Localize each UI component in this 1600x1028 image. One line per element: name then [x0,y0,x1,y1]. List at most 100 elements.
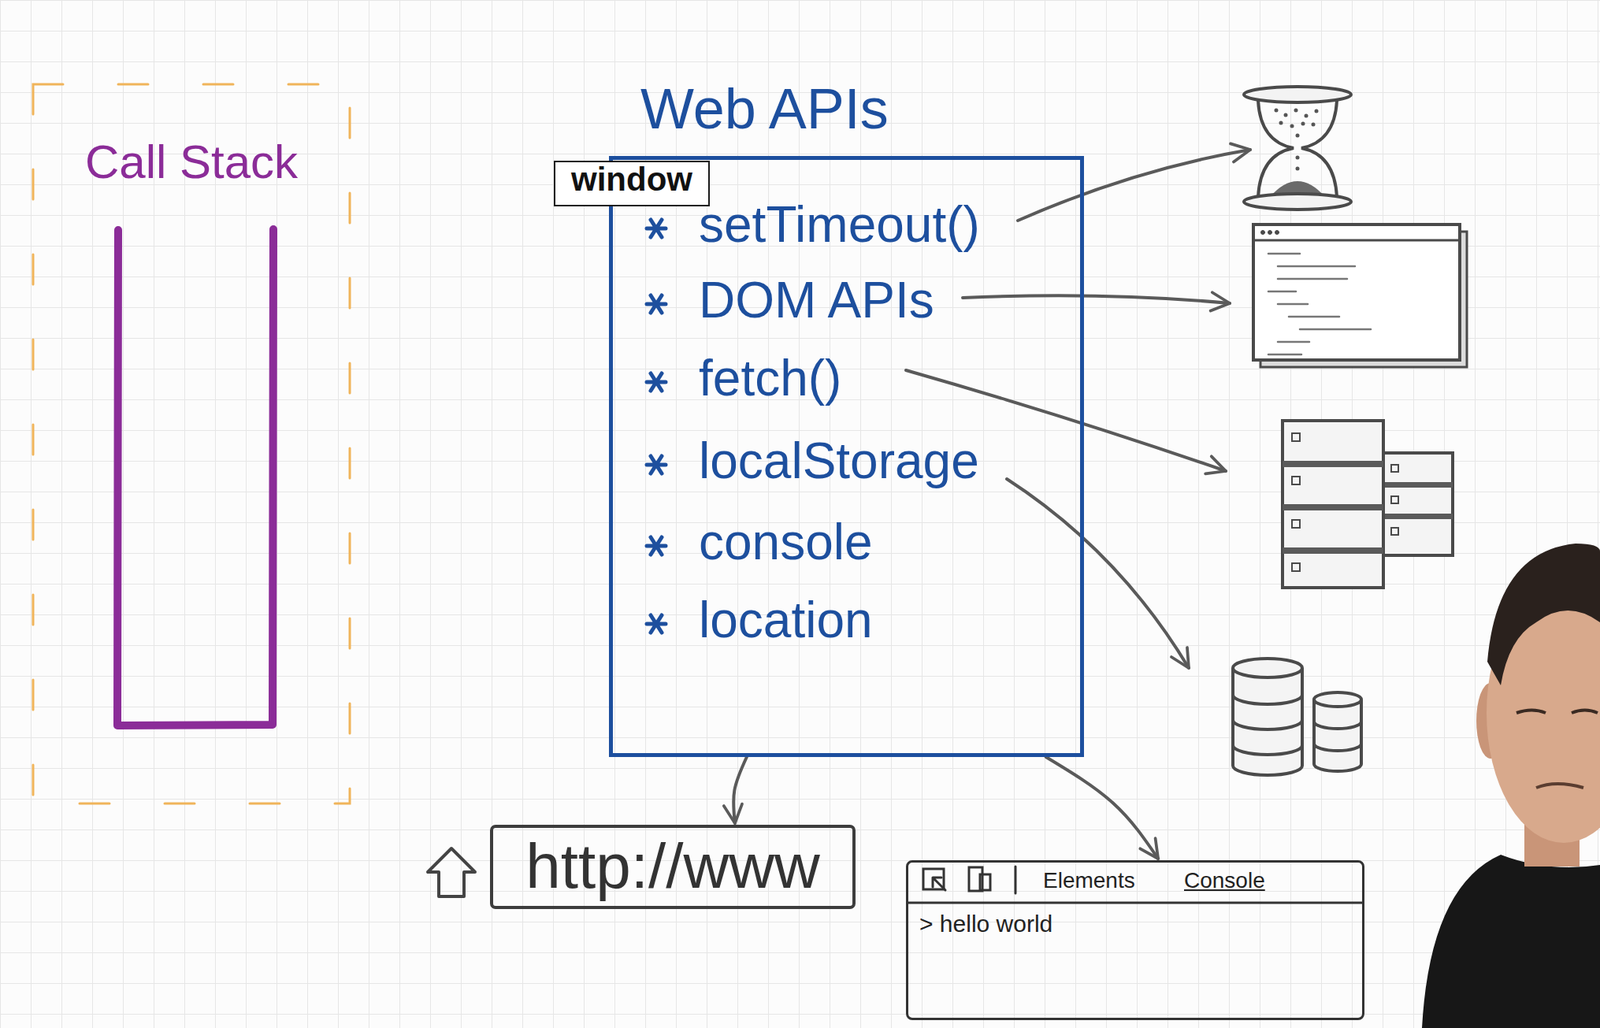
browser-icon [1261,230,1266,235]
tab-label: Console [1184,867,1266,895]
sand-dots [1279,121,1284,126]
hourglass-icon [1301,100,1337,197]
sand-dots [1304,114,1309,119]
box-title: Web APIs [640,74,889,143]
sand-dots [1295,155,1300,160]
browser-icon [1268,290,1296,294]
server-icon [1282,420,1453,588]
server-icon [1391,464,1399,472]
sand-dots [1274,108,1319,171]
bullet-asterisk [646,295,666,313]
stack-container [117,229,274,726]
browser-icon [1275,230,1280,235]
sand-dots [1301,122,1306,127]
devtools-icons [1014,866,1018,894]
bullet-asterisk [646,537,666,555]
browser-icon [1277,341,1310,344]
home-icon [427,848,476,897]
browser-icon [1253,239,1460,242]
sand-dots [1295,133,1300,138]
hourglass-icon [1258,100,1294,197]
presenter-figure [1487,543,1600,686]
devtools-icons [980,874,991,891]
leader-arrow [1006,478,1189,669]
hourglass-icon [1243,86,1352,210]
api-item: location [698,590,873,651]
presenter-figure [1536,783,1584,788]
sand-dots [1274,108,1279,113]
api-item: DOM APIs [698,270,935,331]
server-icon [1291,433,1300,442]
server-icon [1391,527,1399,535]
bullet-asterisk [646,219,666,238]
database-icon [1232,668,1303,776]
leader-arrow [1017,149,1251,221]
browser-icon [1288,315,1340,319]
browser-icon [1268,253,1371,355]
presenter-figure [1421,854,1600,1028]
server-icon [1291,563,1300,572]
region-title: Call Stack [85,133,298,191]
database-icon [1232,658,1303,678]
server-icon [1383,482,1453,488]
window-tag: window [553,160,710,207]
sand-dots [1295,167,1300,171]
devtools-icons [932,877,946,891]
tag-label: window [571,162,693,197]
url-text: http://www [525,831,820,902]
flow-arrow [1046,757,1159,859]
server-icon [1391,496,1399,504]
sand-dots [1284,113,1289,118]
devtools-panel: ElementsConsole> hello world [905,860,1365,1021]
server-icon [1282,504,1384,511]
bullet-asterisk [646,373,666,391]
sand-dots [1290,124,1295,129]
browser-icon [1253,224,1467,368]
browser-icon [1299,328,1371,331]
api-item: localStorage [698,430,980,492]
database-icon [1232,694,1303,755]
database-icon [1314,721,1362,751]
browser-icon [1277,265,1355,268]
devtools-icons [908,866,1363,903]
devtools-icons [908,902,1363,905]
console-output: > hello world [919,909,1053,939]
leader-arrow [962,295,1230,304]
hourglass-icon [1243,86,1352,103]
bullet-asterisk [646,219,666,633]
database-icon [1314,699,1362,772]
bullet-asterisk [646,456,666,474]
server-icon [1383,513,1453,520]
presenter-figure [1421,543,1600,1028]
sand-dots [1311,122,1316,127]
home-icon [427,848,476,897]
browser-icon [1268,353,1302,357]
sand-dots [1294,108,1299,113]
browser-icon [1253,224,1460,361]
server-icon [1383,452,1453,556]
server-icon [1282,420,1384,588]
browser-icon [1268,252,1300,256]
server-icon [1282,547,1384,554]
web-api-box: Web APIssetTimeout()DOM APIsfetch()local… [608,155,1084,758]
flow-arrow [733,757,747,824]
server-icon [1291,476,1300,485]
presenter-figure [1571,710,1598,714]
dashed-outline [33,84,350,804]
browser-icon [1268,230,1273,235]
server-icon [1282,460,1384,468]
api-item: fetch() [698,348,842,409]
presenter-figure [1516,710,1546,714]
sand-dots [1314,109,1319,114]
browser-icon [1277,278,1348,281]
browser-icon [1277,303,1308,306]
stack-region: Call Stack [30,81,353,806]
dashed-outline [30,81,353,806]
hourglass-icon [1243,193,1352,210]
api-item: console [698,512,873,573]
server-icon [1291,519,1300,528]
bullet-asterisk [646,615,666,633]
api-item: setTimeout() [698,194,981,256]
database-icon [1232,658,1362,776]
database-icon [1314,692,1362,707]
